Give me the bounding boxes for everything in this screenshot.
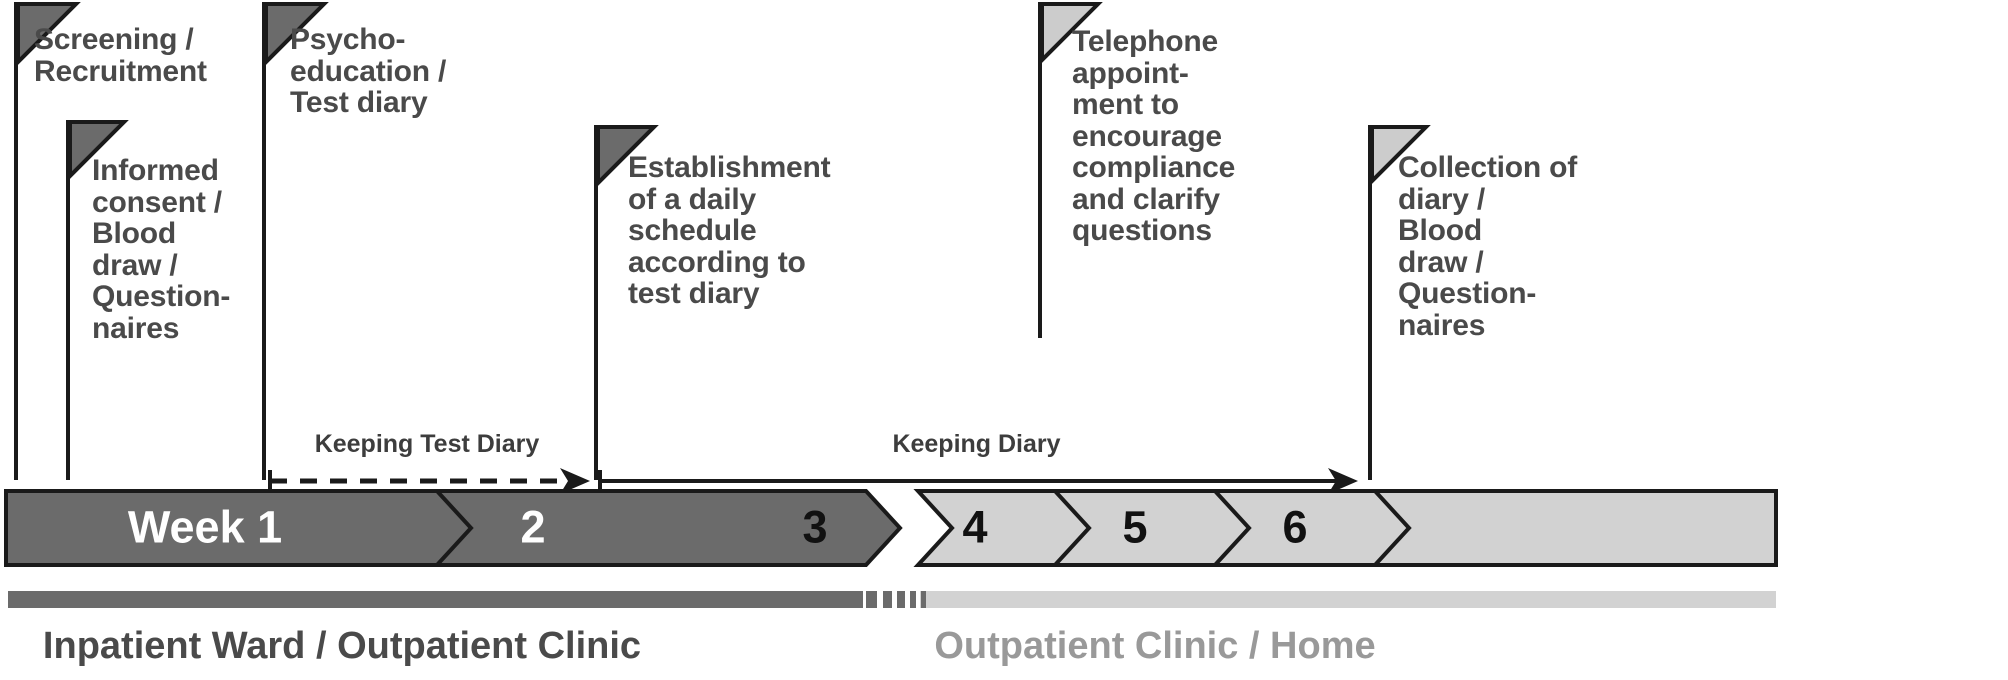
milestone-label-daily-schedule: Establishment of a daily schedule accord… bbox=[628, 151, 831, 310]
diary-arrow-caption-keeping-diary: Keeping Diary bbox=[892, 430, 1061, 458]
flag-triangle-icon bbox=[16, 2, 82, 71]
flag-stem-icon bbox=[594, 125, 598, 480]
diary-arrow-keeping-test-diary bbox=[268, 468, 618, 494]
week-divider-chevron bbox=[1373, 489, 1412, 567]
week-divider-chevron bbox=[1213, 489, 1252, 567]
milestone-label-telephone-appointment: Telephone appoint- ment to encourage com… bbox=[1072, 25, 1236, 247]
milestone-label-collection-of-diary: Collection of diary / Blood draw / Quest… bbox=[1398, 151, 1578, 342]
flag-triangle-icon bbox=[264, 2, 330, 71]
flag-stem-icon bbox=[1038, 2, 1042, 338]
flag-triangle-icon bbox=[596, 125, 660, 192]
setting-label-inpatient: Inpatient Ward / Outpatient Clinic bbox=[42, 625, 642, 667]
flag-triangle-icon bbox=[68, 120, 130, 185]
week-label: 6 bbox=[1282, 501, 1308, 553]
week-label: Week 1 bbox=[127, 501, 283, 553]
week-label: 2 bbox=[520, 501, 546, 553]
milestone-label-psychoeducation: Psycho- education / Test diary bbox=[290, 23, 447, 119]
diary-arrow-caption-keeping-test-diary: Keeping Test Diary bbox=[314, 430, 540, 458]
flag-stem-icon bbox=[1368, 125, 1372, 480]
milestone-label-screening: Screening / Recruitment bbox=[34, 23, 207, 88]
setting-label-outpatient: Outpatient Clinic / Home bbox=[934, 625, 1376, 667]
flag-stem-icon bbox=[262, 2, 266, 480]
setting-transition-stripe bbox=[883, 591, 892, 608]
diary-arrow-shape-icon bbox=[598, 468, 1358, 494]
flag-stem-icon bbox=[14, 2, 18, 480]
flag-triangle-icon bbox=[1040, 1, 1104, 69]
setting-transition-stripe bbox=[897, 591, 905, 608]
setting-bar-outpatient bbox=[920, 591, 1776, 608]
flag-stem-icon bbox=[66, 120, 70, 480]
week-segment-light bbox=[913, 489, 1778, 567]
week-label: 5 bbox=[1122, 501, 1148, 553]
week-label: 4 bbox=[962, 501, 988, 553]
week-label: 3 bbox=[802, 501, 828, 553]
setting-transition-stripe bbox=[921, 591, 926, 608]
setting-transition-stripe bbox=[910, 591, 916, 608]
setting-transition-stripe bbox=[866, 591, 877, 608]
diary-arrow-keeping-diary bbox=[598, 468, 1386, 494]
diary-arrow-shape-icon bbox=[268, 468, 590, 494]
week-divider-chevron bbox=[1053, 489, 1092, 567]
setting-bar-inpatient bbox=[8, 591, 863, 608]
week-divider-chevron bbox=[435, 489, 474, 567]
milestone-label-informed-consent: Informed consent / Blood draw / Question… bbox=[92, 154, 231, 345]
flag-triangle-icon bbox=[1370, 125, 1432, 190]
week-segment-dark bbox=[4, 489, 903, 567]
